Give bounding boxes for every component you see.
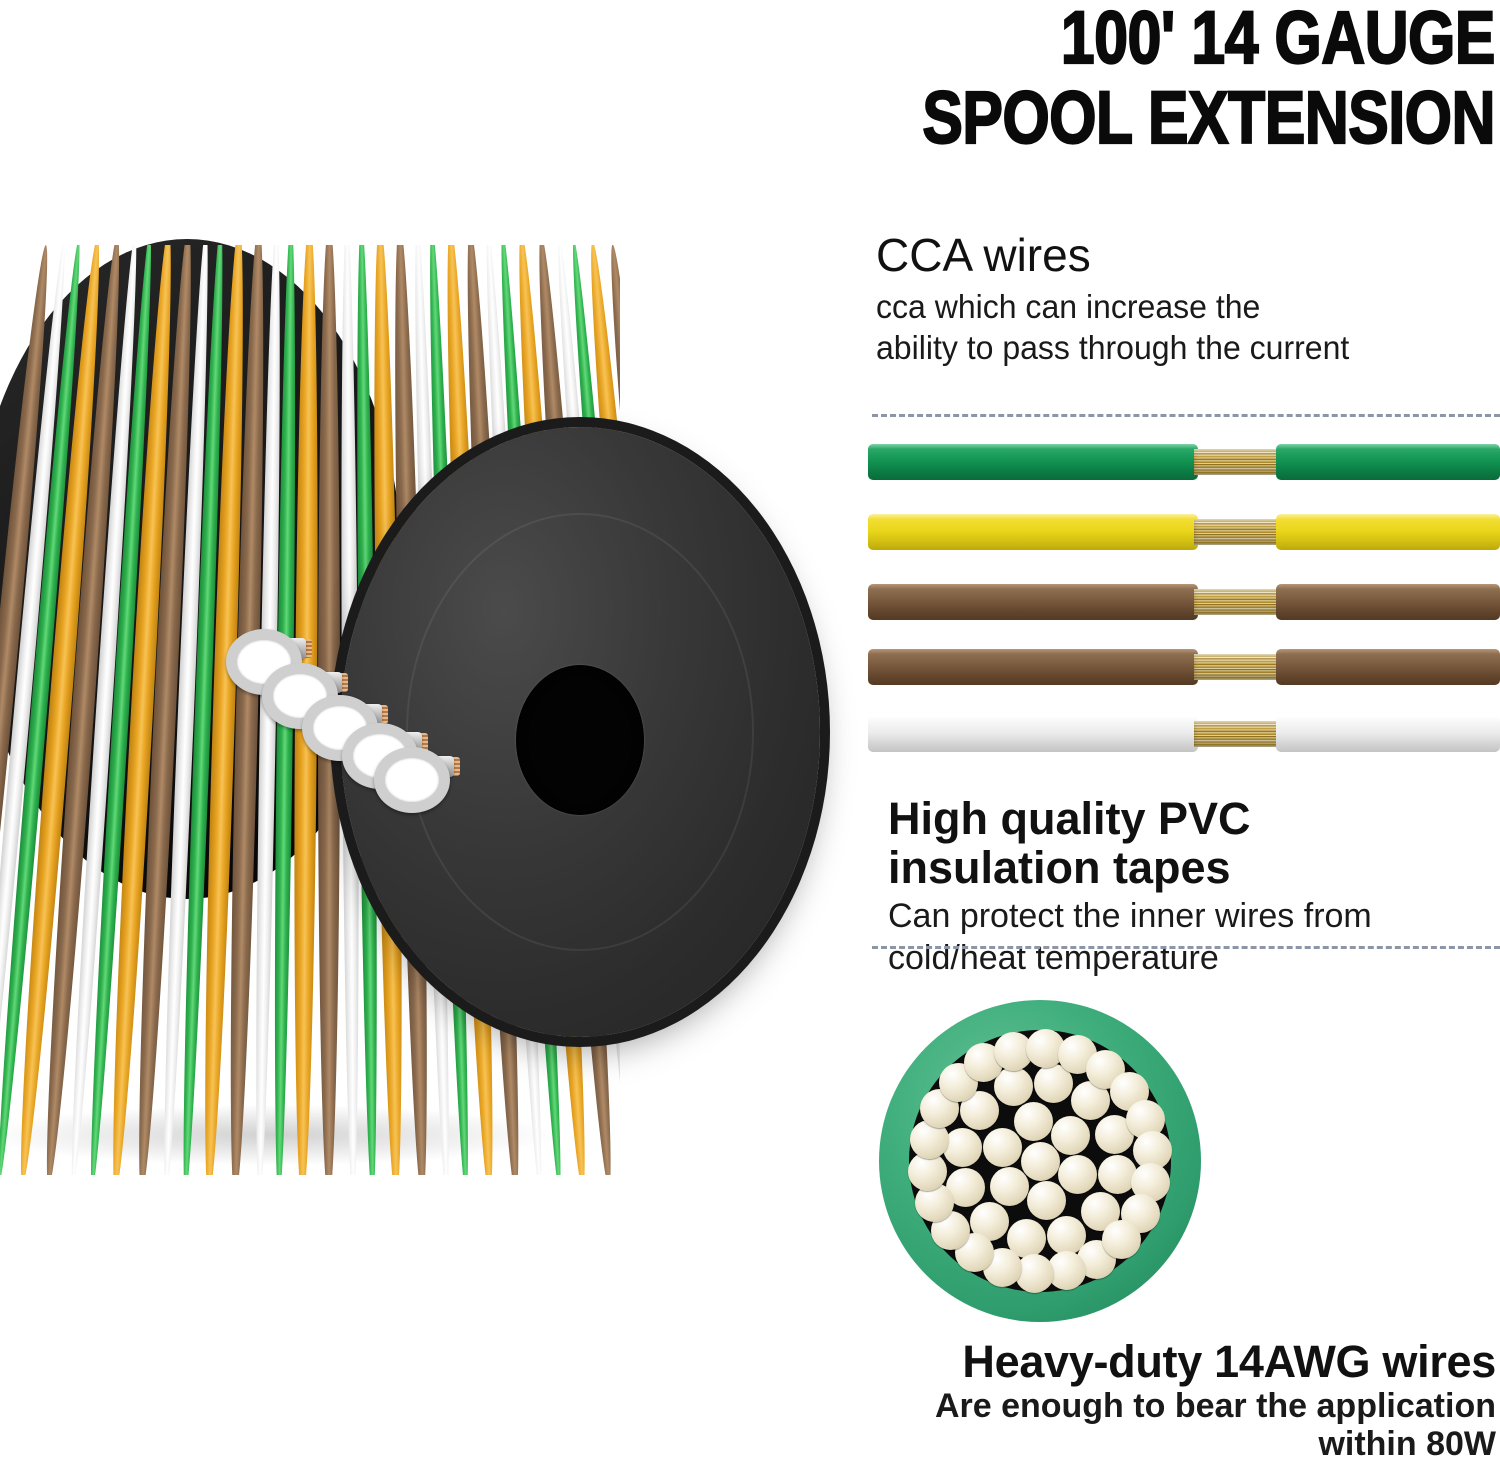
page-title: 100' 14 GAUGE SPOOL EXTENSION	[700, 0, 1496, 160]
exposed-copper-strands	[1194, 721, 1280, 747]
wire-jacket-left	[868, 584, 1198, 620]
green-wire	[868, 444, 1500, 480]
spool-center-hole	[516, 665, 644, 815]
wire-jacket-right	[1276, 584, 1500, 620]
conductor-strand	[1027, 1180, 1067, 1220]
conductor-strand	[982, 1127, 1022, 1167]
exposed-copper-strands	[1194, 519, 1280, 545]
conductor-strand	[1098, 1155, 1138, 1195]
ring-terminals-group	[222, 623, 462, 813]
cross-section-illustration	[879, 1000, 1201, 1322]
feature-cca-body: cca which can increase the ability to pa…	[876, 288, 1350, 367]
exposed-copper-strands	[1194, 654, 1280, 680]
wire-jacket-left	[868, 716, 1198, 752]
conductor-strand	[1102, 1219, 1142, 1259]
feature-awg-body: Are enough to bear the application withi…	[934, 1387, 1496, 1463]
wire-jacket-right	[1276, 716, 1500, 752]
conductor-strand	[1051, 1115, 1091, 1155]
wire-jacket-left	[868, 514, 1198, 550]
exposed-copper-strands	[1194, 589, 1280, 615]
brown-wire-2	[868, 649, 1500, 685]
feature-pvc-heading: High quality PVC insulation tapes	[888, 793, 1251, 893]
feature-pvc-insulation: High quality PVC insulation tapes Can pr…	[888, 793, 1500, 979]
title-line-2: SPOOL EXTENSION	[921, 76, 1496, 160]
wire-diagram	[868, 444, 1500, 764]
wire-jacket-right	[1276, 444, 1500, 480]
terminal-ring	[374, 747, 450, 813]
conductor-strand	[989, 1167, 1029, 1207]
brown-wire-1	[868, 584, 1500, 620]
conductor-strand	[1058, 1155, 1098, 1195]
feature-cca-heading: CCA wires	[876, 229, 1091, 281]
wire-jacket-left	[868, 444, 1198, 480]
conductor-strand	[1013, 1102, 1053, 1142]
conductor-strand	[942, 1127, 982, 1167]
wire-jacket-left	[868, 649, 1198, 685]
wire-spool-illustration	[0, 205, 840, 1215]
conductor-strand	[1014, 1254, 1054, 1294]
yellow-wire	[868, 514, 1500, 550]
cross-section-strand-bundle	[907, 1028, 1173, 1294]
feature-pvc-body: Can protect the inner wires from cold/he…	[888, 897, 1372, 977]
title-line-1: 100' 14 GAUGE	[1060, 0, 1496, 79]
wire-jacket-right	[1276, 514, 1500, 550]
wire-jacket-right	[1276, 649, 1500, 685]
conductor-strand	[993, 1067, 1033, 1107]
divider-top	[872, 414, 1500, 417]
feature-cca-wires: CCA wires cca which can increase the abi…	[876, 232, 1496, 369]
divider-bottom	[872, 946, 1500, 949]
exposed-copper-strands	[1194, 449, 1280, 475]
feature-heavy-duty-awg: Heavy-duty 14AWG wires Are enough to bea…	[868, 1338, 1496, 1463]
white-wire	[868, 716, 1500, 752]
conductor-strand	[1020, 1141, 1060, 1181]
feature-awg-heading: Heavy-duty 14AWG wires	[962, 1336, 1496, 1387]
